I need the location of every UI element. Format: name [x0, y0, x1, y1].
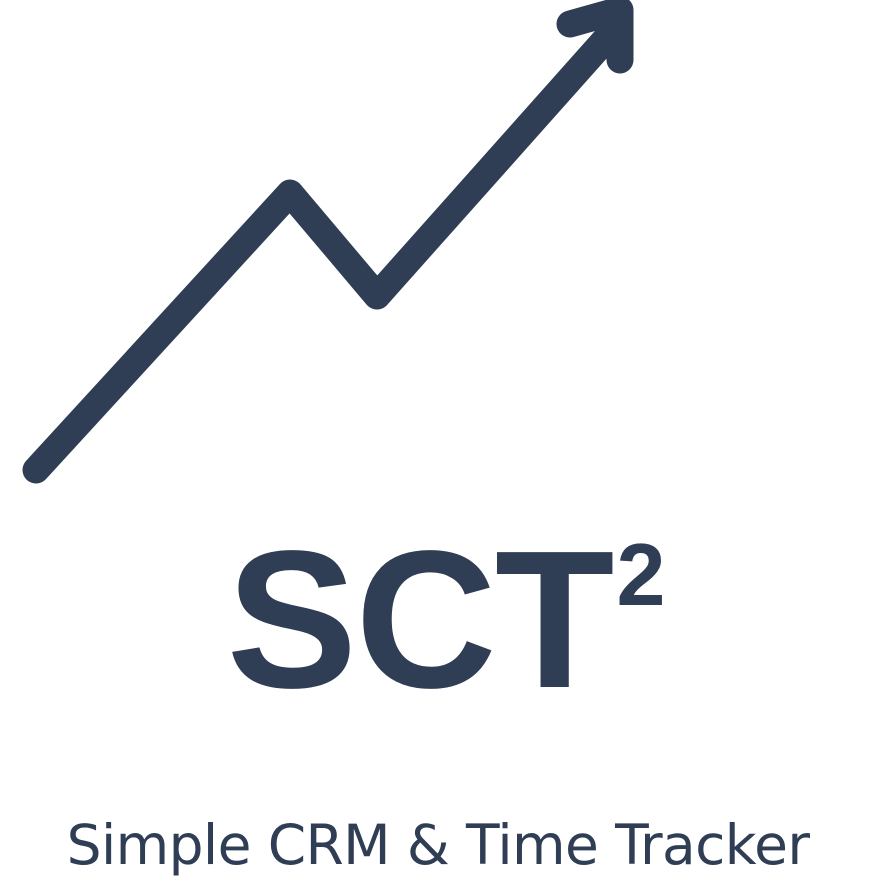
- wordmark-text: SCT: [226, 510, 615, 729]
- trend-line: [22, 26, 619, 484]
- wordmark-superscript: 2: [616, 525, 666, 624]
- tagline: Simple CRM & Time Tracker: [66, 813, 810, 877]
- arrow-head: [556, 0, 634, 74]
- wordmark: SCT2: [0, 520, 876, 720]
- trend-up-arrow-icon: [22, 0, 634, 484]
